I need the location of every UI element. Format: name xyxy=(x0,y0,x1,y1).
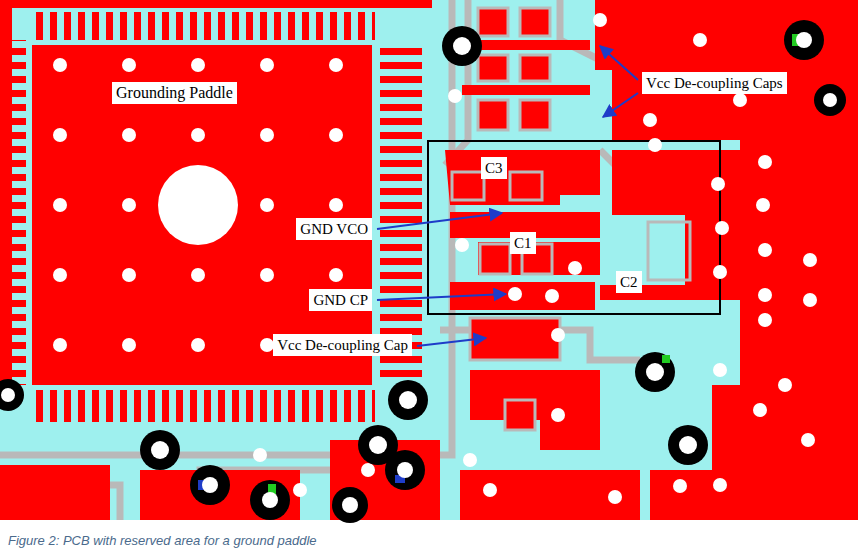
callout-label: C2 xyxy=(616,271,642,293)
callout-label: GND CP xyxy=(309,289,372,311)
callout-label: GND VCO xyxy=(296,218,372,240)
callout-label: Vcc De-coupling Caps xyxy=(642,72,787,94)
figure-caption: Figure 2: PCB with reserved area for a g… xyxy=(8,533,317,548)
callout-label: Vcc De-coupling Cap xyxy=(273,334,412,356)
callout-label: C1 xyxy=(510,232,536,254)
callout-label: Grounding Paddle xyxy=(112,82,237,104)
callout-label: C3 xyxy=(481,157,507,179)
